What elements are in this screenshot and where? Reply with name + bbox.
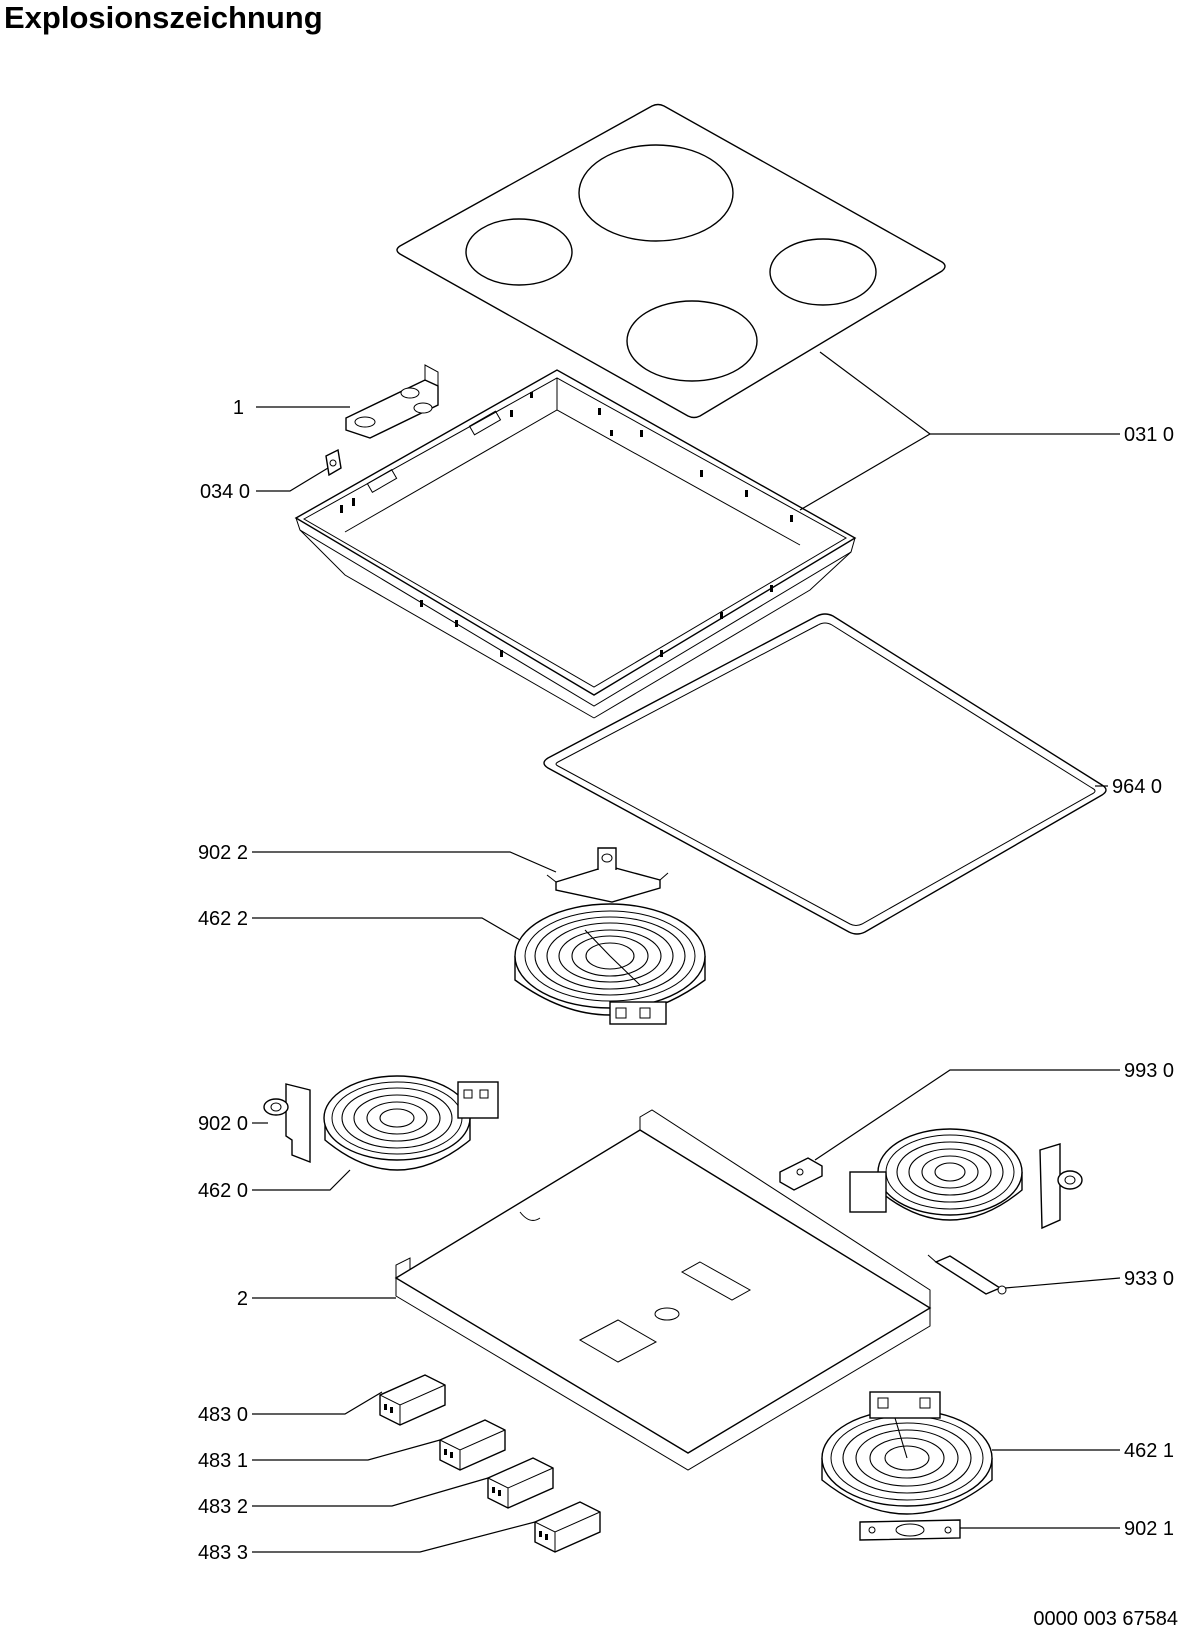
mounting-clip [345,364,439,439]
part-labels: 1 034 0 031 0 964 0 902 2 462 2 902 0 46… [198,397,1178,1630]
corner-bracket [325,448,342,477]
label-4833: 483 3 [198,1542,248,1564]
radiant-heater-4621 [821,1391,993,1515]
radiant-heater-large [514,903,706,1025]
label-9021: 902 1 [1124,1518,1174,1540]
ceramic-glass-hob [396,103,946,419]
label-9022: 902 2 [198,842,248,864]
page-title: Explosionszeichnung [4,0,323,35]
terminal-blocks [379,1374,601,1553]
radiant-heater-left [323,1075,499,1171]
leader-lines [252,351,1121,1553]
bracket-clip-9930 [779,1157,823,1191]
label-9640: 964 0 [1112,776,1162,798]
label-4622: 462 2 [198,908,248,930]
label-4621: 462 1 [1124,1440,1174,1462]
label-4830: 483 0 [198,1404,248,1426]
bracket-9022 [546,847,669,903]
label-9020: 902 0 [198,1113,248,1135]
label-0310: 031 0 [1124,424,1174,446]
seal-gasket [543,613,1107,935]
base-tray [394,1109,932,1471]
terminal-block-4831 [439,1419,506,1471]
label-2: 2 [237,1288,248,1310]
terminal-block-4830 [379,1374,446,1426]
label-4832: 483 2 [198,1496,248,1518]
label-4831: 483 1 [198,1450,248,1472]
hob-frame [294,369,857,719]
label-4620: 462 0 [198,1180,248,1202]
label-9330: 933 0 [1124,1268,1174,1290]
label-9930: 993 0 [1124,1060,1174,1082]
label-1: 1 [233,397,244,419]
terminal-block-4833 [534,1501,601,1553]
bracket-9021 [859,1519,961,1541]
radiant-heater-right [849,1128,1083,1230]
drawing-number: 0000 003 67584 [1033,1608,1178,1630]
label-0340: 034 0 [200,481,250,503]
terminal-block-4832 [487,1457,554,1509]
bracket-9020 [263,1083,311,1164]
sensor-9330 [927,1254,1007,1295]
